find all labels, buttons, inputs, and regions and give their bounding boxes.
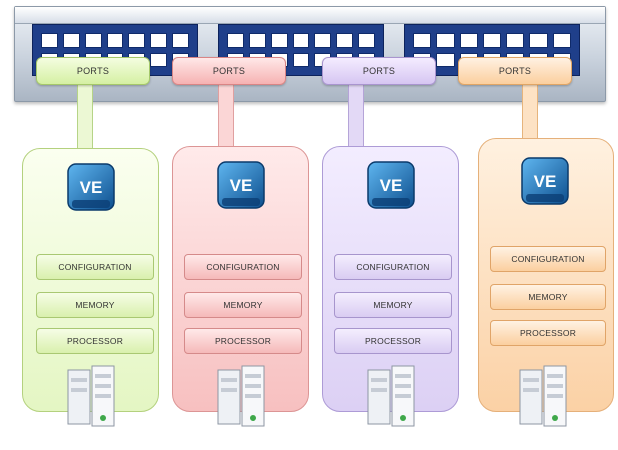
port	[128, 33, 146, 48]
port	[41, 33, 58, 48]
ve-icon-label: VE	[80, 178, 103, 197]
ve-icon-label: VE	[534, 172, 557, 191]
server-icon	[67, 365, 115, 427]
server-icon	[217, 365, 265, 427]
port	[248, 33, 266, 48]
ports-label-1: PORTS	[36, 57, 150, 85]
port	[336, 33, 354, 48]
port	[314, 33, 332, 48]
port	[459, 33, 478, 48]
memory-bar: MEMORY	[334, 292, 452, 318]
ve-icon: VE	[521, 157, 569, 205]
configuration-bar: CONFIGURATION	[334, 254, 452, 280]
processor-bar: PROCESSOR	[334, 328, 452, 354]
ports-label-4: PORTS	[458, 57, 572, 85]
ve-icon: VE	[217, 161, 265, 209]
port	[358, 33, 375, 48]
processor-bar: PROCESSOR	[490, 320, 606, 346]
ports-label-3: PORTS	[322, 57, 436, 85]
server-icon	[519, 365, 567, 427]
port	[436, 33, 455, 48]
switch-top-edge	[15, 7, 605, 24]
port	[552, 33, 571, 48]
port	[227, 33, 244, 48]
port	[62, 33, 80, 48]
configuration-bar: CONFIGURATION	[490, 246, 606, 272]
port	[292, 52, 310, 67]
ve-icon-label: VE	[230, 176, 253, 195]
connector-1	[77, 84, 93, 154]
ports-label-2: PORTS	[172, 57, 286, 85]
port	[84, 33, 102, 48]
port	[172, 33, 189, 48]
port	[292, 33, 310, 48]
connector-3	[348, 84, 364, 150]
processor-bar: PROCESSOR	[184, 328, 302, 354]
port	[529, 33, 548, 48]
ve-icon-label: VE	[380, 176, 403, 195]
configuration-bar: CONFIGURATION	[36, 254, 154, 280]
port	[506, 33, 525, 48]
memory-bar: MEMORY	[490, 284, 606, 310]
connector-2	[218, 84, 234, 150]
port	[150, 33, 168, 48]
port	[413, 33, 432, 48]
configuration-bar: CONFIGURATION	[184, 254, 302, 280]
ve-icon: VE	[67, 163, 115, 211]
ve-icon: VE	[367, 161, 415, 209]
processor-bar: PROCESSOR	[36, 328, 154, 354]
port	[270, 33, 288, 48]
port	[106, 33, 124, 48]
connector-4	[522, 84, 538, 140]
port	[150, 52, 168, 67]
memory-bar: MEMORY	[184, 292, 302, 318]
server-icon	[367, 365, 415, 427]
memory-bar: MEMORY	[36, 292, 154, 318]
port	[482, 33, 502, 48]
port	[436, 52, 455, 67]
